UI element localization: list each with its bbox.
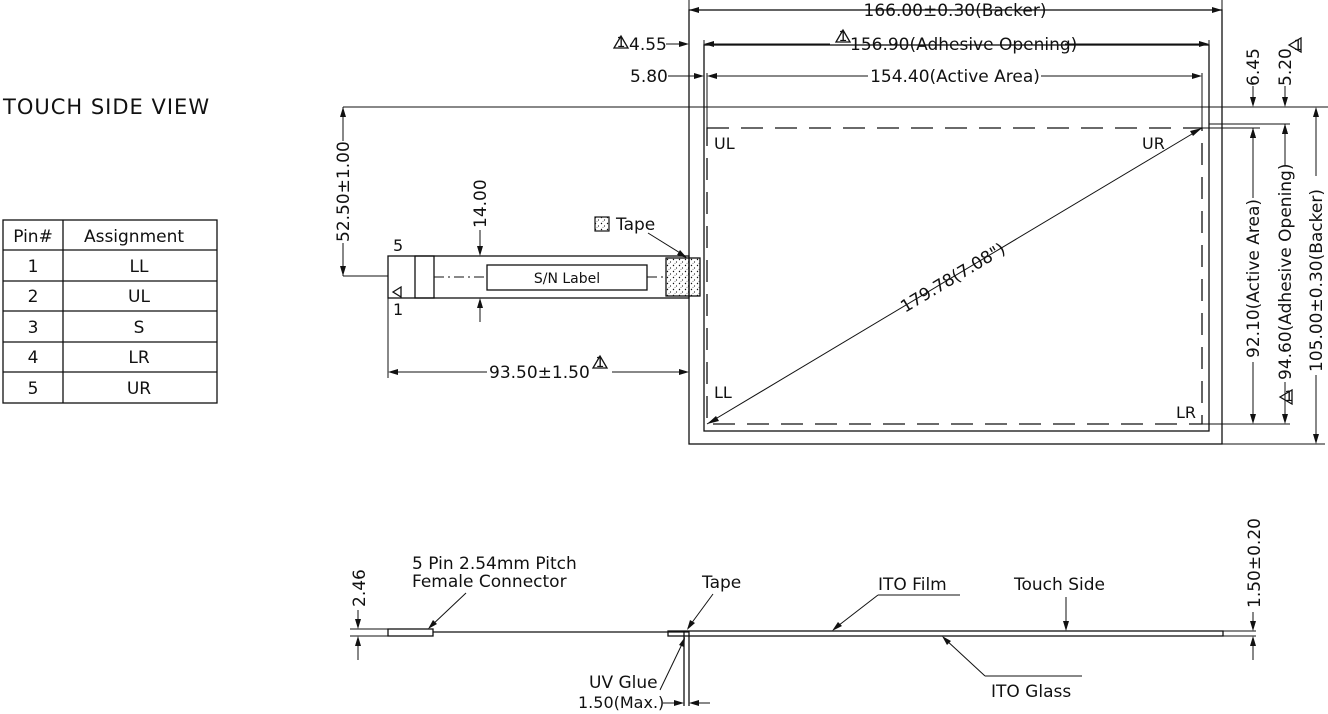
dimension-diagonal: 179.78(7.08") bbox=[706, 127, 1203, 425]
svg-text:6.45: 6.45 bbox=[1244, 48, 1264, 86]
dimension-connector-height: 2.46 bbox=[350, 569, 370, 660]
svg-text:179.78(7.08"): 179.78(7.08") bbox=[897, 239, 1009, 317]
pin-table-cell: 2 bbox=[28, 287, 39, 307]
panel-outline bbox=[343, 0, 1328, 445]
pin1-label: 1 bbox=[393, 300, 403, 319]
svg-text:1: 1 bbox=[596, 355, 605, 371]
svg-text:154.40(Active Area): 154.40(Active Area) bbox=[870, 67, 1040, 87]
svg-text:1: 1 bbox=[839, 29, 848, 45]
pin-table-cell: 3 bbox=[28, 318, 39, 338]
dimension-active-area-width: 154.40(Active Area) bbox=[707, 67, 1202, 87]
corner-label-lr: LR bbox=[1176, 403, 1196, 422]
dimension-tail-length: 93.50±1.50 1 bbox=[387, 298, 690, 383]
svg-text:2.46: 2.46 bbox=[350, 569, 370, 607]
corner-label-ll: LL bbox=[714, 383, 732, 402]
svg-text:4.55: 4.55 bbox=[629, 35, 667, 55]
tape-legend: Tape bbox=[594, 215, 687, 258]
dimension-offset-left-adhesive: 1 4.55 bbox=[612, 34, 689, 55]
callout-touch-side: Touch Side bbox=[1013, 575, 1105, 631]
sn-label: S/N Label bbox=[534, 271, 600, 287]
svg-text:1.50±0.20: 1.50±0.20 bbox=[1245, 518, 1265, 608]
svg-text:Female Connector: Female Connector bbox=[412, 572, 567, 592]
pin-table-cell: LL bbox=[130, 257, 149, 277]
svg-text:94.60(Adhesive Opening): 94.60(Adhesive Opening) bbox=[1276, 164, 1296, 380]
pin-table-cell: UR bbox=[127, 379, 151, 399]
pin-table-header-pin: Pin# bbox=[13, 227, 53, 247]
pin-table-cell: S bbox=[134, 318, 145, 338]
fpc-tail: S/N Label 5 1 bbox=[387, 236, 701, 319]
pin-table-header-assignment: Assignment bbox=[84, 227, 184, 247]
svg-text:ITO Film: ITO Film bbox=[878, 575, 947, 595]
callout-tape: Tape bbox=[687, 573, 741, 630]
dimension-active-area-height: 92.10(Active Area) bbox=[1244, 128, 1264, 424]
svg-text:105.00±0.30(Backer): 105.00±0.30(Backer) bbox=[1307, 189, 1327, 372]
dimension-backer-width: 166.00±0.30(Backer) bbox=[689, 1, 1222, 21]
corner-label-ul: UL bbox=[714, 134, 735, 153]
svg-text:5 Pin 2.54mm Pitch: 5 Pin 2.54mm Pitch bbox=[412, 554, 577, 574]
side-view bbox=[350, 628, 1256, 706]
svg-text:5.20: 5.20 bbox=[1276, 48, 1296, 86]
view-title: TOUCH SIDE VIEW bbox=[2, 95, 210, 119]
dimension-offset-top-active: 6.45 bbox=[1244, 48, 1264, 140]
dimension-adhesive-opening-height: 94.60(Adhesive Opening) 1 bbox=[1276, 124, 1296, 424]
svg-text:1: 1 bbox=[1285, 389, 1294, 405]
pin-table-cell: 1 bbox=[28, 257, 39, 277]
svg-text:93.50±1.50: 93.50±1.50 bbox=[489, 363, 590, 383]
svg-text:14.00: 14.00 bbox=[471, 179, 491, 228]
dimension-uv-glue-width: 1.50(Max.) bbox=[578, 693, 710, 712]
tape-patch bbox=[665, 257, 701, 297]
dimension-backer-height: 105.00±0.30(Backer) bbox=[1307, 107, 1327, 444]
svg-text:1.50(Max.): 1.50(Max.) bbox=[578, 693, 664, 712]
svg-text:ITO Glass: ITO Glass bbox=[991, 682, 1071, 702]
callout-ito-film: ITO Film bbox=[832, 575, 960, 631]
dimension-tail-height: 52.50±1.00 bbox=[334, 107, 388, 277]
pin5-label: 5 bbox=[393, 236, 403, 255]
svg-text:166.00±0.30(Backer): 166.00±0.30(Backer) bbox=[864, 1, 1047, 21]
dimension-thickness: 1.50±0.20 bbox=[1245, 518, 1265, 660]
svg-text:156.90(Adhesive Opening): 156.90(Adhesive Opening) bbox=[850, 35, 1077, 55]
callout-uv-glue: UV Glue bbox=[589, 637, 685, 693]
corner-label-ur: UR bbox=[1142, 134, 1165, 153]
svg-text:Tape: Tape bbox=[701, 573, 741, 593]
svg-text:52.50±1.00: 52.50±1.00 bbox=[334, 141, 354, 242]
pin-table: Pin# Assignment 1 LL 2 UL 3 S 4 LR 5 UR bbox=[2, 219, 218, 404]
dimension-offset-left-active: 5.80 bbox=[630, 67, 704, 87]
pin-table-cell: LR bbox=[128, 348, 149, 368]
callout-connector: 5 Pin 2.54mm Pitch Female Connector bbox=[412, 554, 577, 629]
svg-text:Tape: Tape bbox=[615, 215, 655, 235]
pin-table-cell: UL bbox=[128, 287, 150, 307]
svg-text:Touch Side: Touch Side bbox=[1013, 575, 1105, 595]
dimension-tail-width: 14.00 bbox=[471, 179, 491, 322]
svg-text:UV Glue: UV Glue bbox=[589, 673, 658, 693]
dimension-offset-top-adhesive: 5.20 1 bbox=[1276, 36, 1303, 136]
svg-text:1: 1 bbox=[1294, 38, 1303, 54]
svg-text:5.80: 5.80 bbox=[630, 67, 668, 87]
svg-text:1: 1 bbox=[617, 35, 626, 51]
callout-ito-glass: ITO Glass bbox=[942, 636, 1082, 702]
pin-table-cell: 4 bbox=[28, 348, 39, 368]
dimension-adhesive-opening-width: 1 156.90(Adhesive Opening) bbox=[704, 28, 1209, 55]
svg-text:92.10(Active Area): 92.10(Active Area) bbox=[1244, 199, 1264, 358]
pin-table-cell: 5 bbox=[28, 379, 39, 399]
